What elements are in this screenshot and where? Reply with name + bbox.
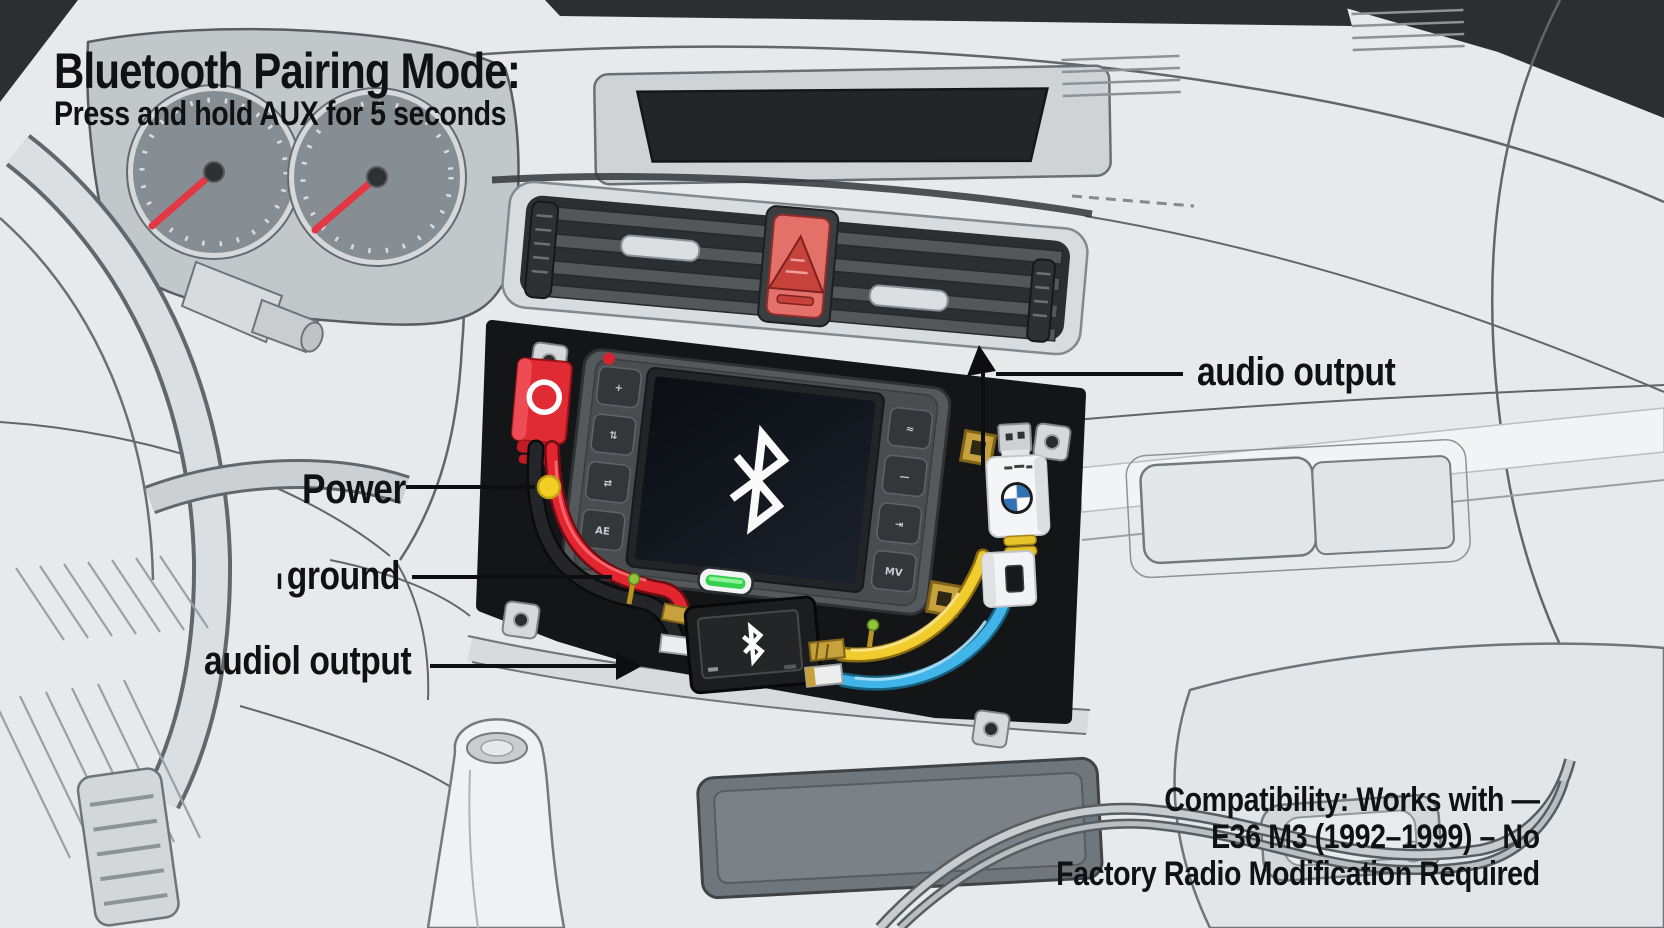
bmw-roundel-icon <box>1000 482 1033 515</box>
ground-label-text: ground <box>286 554 401 598</box>
gauge-needle <box>148 168 218 230</box>
dash-stitch-line <box>1071 194 1195 208</box>
callout-lines <box>406 370 1183 668</box>
shifter-knob <box>426 718 566 928</box>
usb-plug <box>997 422 1033 454</box>
vent-slider-tab-right <box>868 284 949 312</box>
dash-seam-shadow <box>491 173 1093 218</box>
steering-wheel <box>0 134 410 810</box>
status-led <box>697 566 754 597</box>
page-title: Bluetooth Pairing Mode: <box>54 43 521 99</box>
module-connectors-right <box>803 638 846 688</box>
bluetooth-icon <box>741 621 765 667</box>
button <box>881 454 928 498</box>
bluetooth-module <box>658 595 823 695</box>
button <box>584 461 632 504</box>
button <box>579 508 626 552</box>
vent-slider-tab-left <box>620 234 701 262</box>
defroster-vent <box>593 64 1112 186</box>
callout-label-power: Power <box>302 465 406 512</box>
warning-triangle-icon <box>767 234 825 294</box>
gauge-needle <box>311 173 381 234</box>
button <box>595 365 642 409</box>
vent-thumbwheel-left <box>524 200 560 300</box>
button-glyph: AE <box>595 525 611 538</box>
console-cubby <box>696 756 1104 900</box>
windshield-corner-right <box>1318 0 1664 118</box>
audio-wire-yellow <box>833 548 991 663</box>
head-unit-buttons-left: + ⇅ ⇄ AE <box>579 365 642 552</box>
ground-wire <box>526 439 687 653</box>
button-glyph: ⇄ <box>603 478 613 490</box>
button <box>887 406 934 450</box>
cable-loom <box>875 758 1576 928</box>
button-glyph: ⇅ <box>608 430 618 442</box>
dash-grille-small-2 <box>1351 8 1465 52</box>
kick-panel-vents <box>0 555 209 859</box>
callout-label-audio-output-left: audiol output <box>204 639 412 683</box>
dash-grille-small <box>1061 54 1181 98</box>
head-unit-buttons-right: ≈ — ⇥ MV <box>870 406 934 593</box>
compatibility-line-2: E36 M3 (1992–1999) – No <box>1211 818 1540 856</box>
button <box>870 550 917 593</box>
gauge-left <box>126 84 302 260</box>
button <box>590 413 637 456</box>
center-air-vent <box>501 180 1089 356</box>
button-glyph: MV <box>884 566 903 579</box>
bluetooth-icon <box>729 424 790 535</box>
compatibility-line-1: Compatibility: Works with — <box>1164 781 1541 819</box>
connector-ring-icon <box>526 379 563 415</box>
wire-pins <box>626 572 880 651</box>
hazard-button <box>757 205 840 328</box>
arrowhead-right-icon <box>616 652 642 680</box>
compatibility-line-3: Factory Radio Modification Required <box>1056 855 1540 893</box>
button <box>876 502 923 545</box>
page-subtitle: Press and hold AUX for 5 seconds <box>54 95 507 133</box>
button-glyph: ⇥ <box>894 519 904 531</box>
pedal <box>76 767 180 927</box>
windshield-corner-left <box>0 0 78 102</box>
gauge-right <box>287 87 467 267</box>
arrowhead-up-icon <box>967 345 996 376</box>
head-unit: + ⇅ ⇄ AE ≈ — ⇥ MV <box>560 348 952 616</box>
callout-label-audio-output-right: audio output <box>1197 350 1396 394</box>
power-point-dot <box>536 474 562 500</box>
gold-fittings <box>924 428 998 619</box>
indicator-dot-red <box>603 352 616 365</box>
button-glyph: + <box>614 383 624 395</box>
button-glyph: ≈ <box>905 424 915 436</box>
windshield-base-strip <box>545 0 1352 26</box>
button-glyph: — <box>899 471 910 483</box>
ground-tick-mark: ı <box>276 563 283 596</box>
compatibility-note: Compatibility: Works with — E36 M3 (1992… <box>1056 782 1540 893</box>
glovebox-latch <box>1125 439 1471 579</box>
adapter-connector <box>981 550 1038 608</box>
